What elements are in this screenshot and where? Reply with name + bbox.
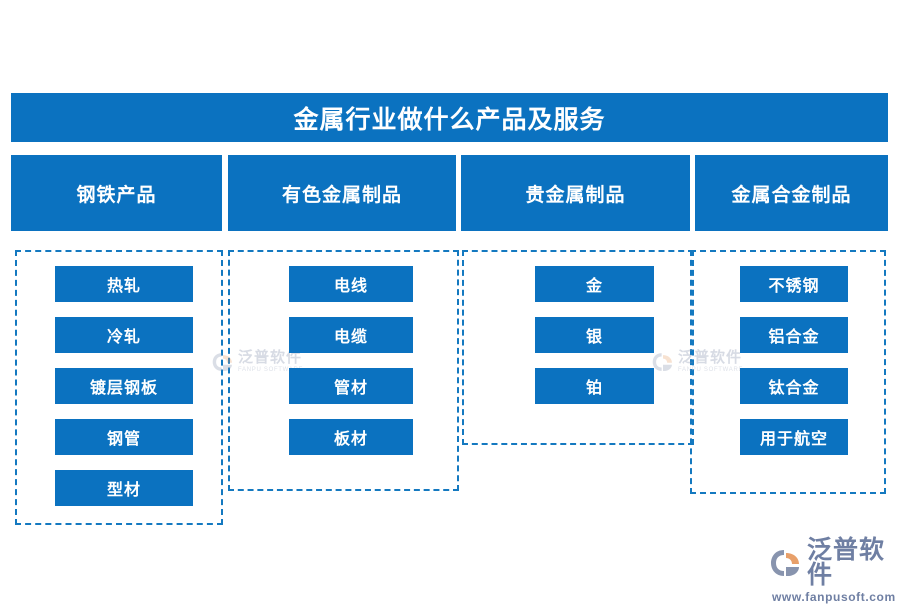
group-outline-steel: [15, 250, 223, 525]
item-box[interactable]: 镀层钢板: [55, 368, 193, 404]
category-header-steel[interactable]: 钢铁产品: [11, 155, 222, 231]
item-box[interactable]: 冷轧: [55, 317, 193, 353]
brand-logo-row: 泛普软件: [770, 538, 900, 588]
item-box[interactable]: 管材: [289, 368, 413, 404]
item-box[interactable]: 铝合金: [740, 317, 848, 353]
item-box[interactable]: 型材: [55, 470, 193, 506]
group-outline-precious: [462, 250, 694, 445]
fanpu-logo-icon: [770, 548, 802, 578]
page-title: 金属行业做什么产品及服务: [11, 93, 888, 142]
group-outline-nonferrous: [228, 250, 459, 491]
item-column-nonferrous: 电线 电缆 管材 板材: [289, 266, 413, 455]
item-box[interactable]: 板材: [289, 419, 413, 455]
item-box[interactable]: 用于航空: [740, 419, 848, 455]
item-box[interactable]: 热轧: [55, 266, 193, 302]
item-box[interactable]: 钢管: [55, 419, 193, 455]
brand-name: 泛普软件: [807, 536, 886, 589]
item-column-steel: 热轧 冷轧 镀层钢板 钢管 型材: [55, 266, 193, 506]
brand-logo: 泛普软件 www.fanpusoft.com: [770, 538, 900, 604]
item-column-alloy: 不锈钢 铝合金 钛合金 用于航空: [740, 266, 848, 455]
item-box[interactable]: 铂: [535, 368, 654, 404]
item-column-precious: 金 银 铂: [535, 266, 654, 404]
item-box[interactable]: 电线: [289, 266, 413, 302]
category-header-row: 钢铁产品 有色金属制品 贵金属制品 金属合金制品: [11, 155, 888, 231]
brand-url: www.fanpusoft.com: [772, 590, 896, 604]
item-box[interactable]: 钛合金: [740, 368, 848, 404]
category-header-alloy[interactable]: 金属合金制品: [695, 155, 888, 231]
group-outline-alloy: [690, 250, 886, 494]
item-box[interactable]: 金: [535, 266, 654, 302]
item-box[interactable]: 电缆: [289, 317, 413, 353]
category-header-nonferrous[interactable]: 有色金属制品: [228, 155, 456, 231]
category-header-precious[interactable]: 贵金属制品: [461, 155, 690, 231]
item-box[interactable]: 银: [535, 317, 654, 353]
item-box[interactable]: 不锈钢: [740, 266, 848, 302]
